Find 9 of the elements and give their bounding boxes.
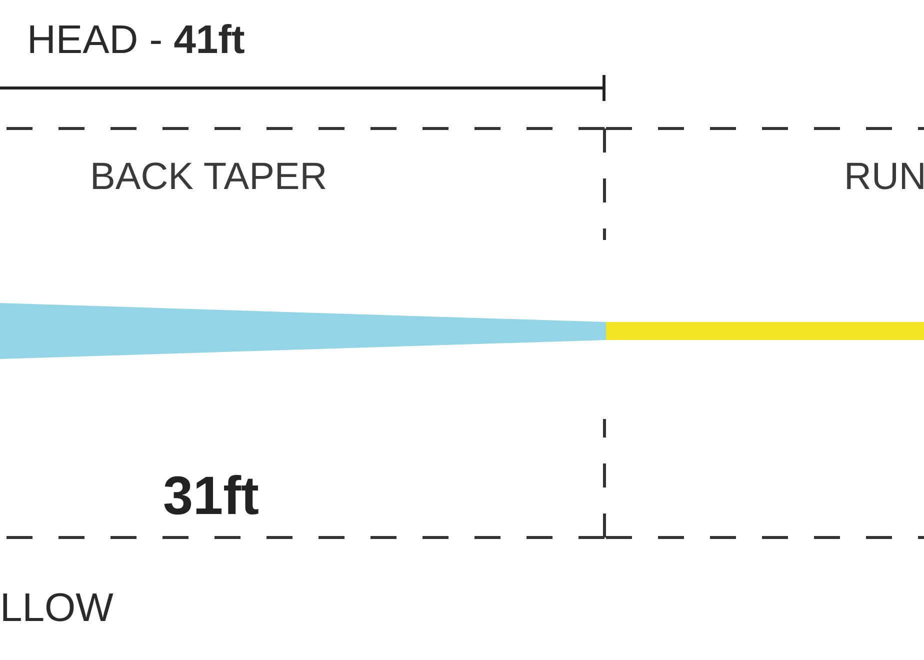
section-label: BACK TAPER bbox=[90, 158, 328, 196]
text-label: LLOW bbox=[0, 588, 114, 628]
dashed-boundary-frame bbox=[0, 127, 606, 539]
tapered-line-segment bbox=[0, 303, 606, 359]
section-label: RUN bbox=[844, 158, 924, 196]
running-line-segment bbox=[606, 322, 924, 340]
dimension-label: HEAD - 41ft bbox=[27, 20, 245, 60]
dashed-boundary-frame bbox=[606, 127, 924, 539]
dimension-label: 31ft bbox=[163, 469, 260, 523]
